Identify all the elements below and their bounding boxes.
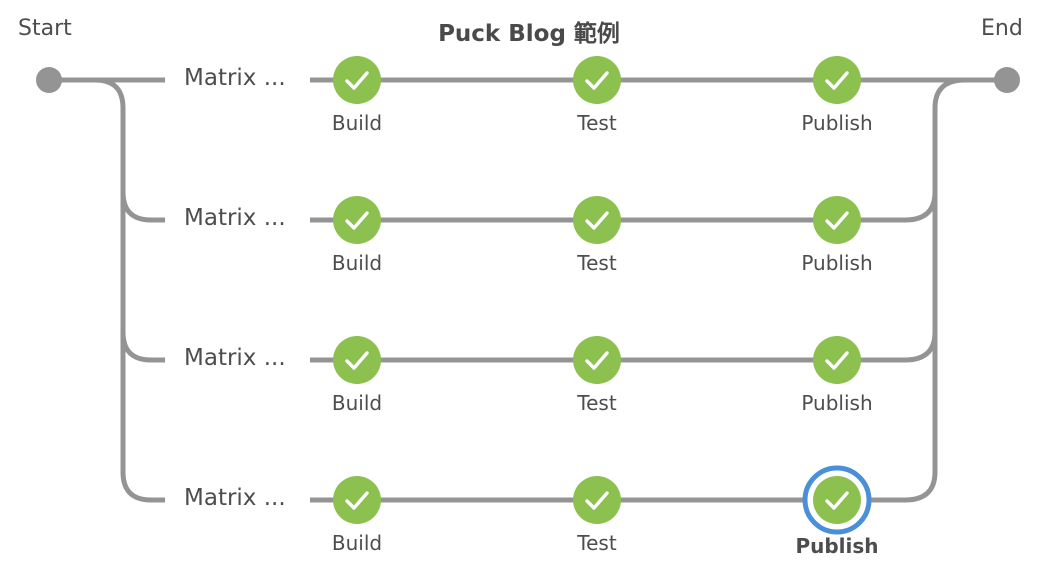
end-label: End	[981, 16, 1023, 41]
check-icon	[345, 351, 369, 370]
check-icon	[825, 491, 849, 510]
stage-node[interactable]	[813, 476, 861, 524]
stage-node[interactable]	[813, 196, 861, 244]
start-label: Start	[18, 16, 72, 41]
stage-node[interactable]	[333, 336, 381, 384]
fan-in-line	[880, 77, 1007, 503]
check-icon	[585, 491, 609, 510]
stage-label[interactable]: Build	[331, 531, 383, 555]
stage-label[interactable]: Test	[577, 251, 617, 275]
check-icon	[825, 71, 849, 90]
check-icon	[585, 71, 609, 90]
stage-node[interactable]	[813, 336, 861, 384]
stage-label[interactable]: Publish	[801, 111, 873, 135]
stage-label[interactable]: Test	[577, 111, 617, 135]
stage-label[interactable]: Test	[577, 391, 617, 415]
check-icon	[345, 491, 369, 510]
stage-label[interactable]: Publish	[795, 534, 879, 558]
branch-label[interactable]: Matrix ...	[184, 345, 286, 371]
check-icon	[825, 351, 849, 370]
check-icon	[345, 71, 369, 90]
branch-join-right	[880, 331, 938, 363]
stage-node[interactable]	[333, 476, 381, 524]
stage-label[interactable]: Build	[331, 251, 383, 275]
branch-join-right	[880, 191, 938, 223]
stage-label[interactable]: Publish	[801, 251, 873, 275]
stage-label[interactable]: Build	[331, 391, 383, 415]
fan-out-line	[94, 77, 165, 503]
branch-label[interactable]: Matrix ...	[184, 485, 286, 511]
check-icon	[585, 351, 609, 370]
check-icon	[585, 211, 609, 230]
check-icon	[825, 211, 849, 230]
branch-join-left	[120, 331, 165, 363]
branch-label[interactable]: Matrix ...	[184, 205, 286, 231]
stage-node[interactable]	[813, 56, 861, 104]
stage-node[interactable]	[573, 56, 621, 104]
end-node	[994, 67, 1020, 93]
pipeline-title: Puck Blog 範例	[438, 21, 620, 47]
stage-node[interactable]	[573, 476, 621, 524]
stage-label[interactable]: Build	[331, 111, 383, 135]
stage-label[interactable]: Test	[577, 531, 617, 555]
stage-node[interactable]	[333, 196, 381, 244]
stage-node[interactable]	[333, 56, 381, 104]
branch-label[interactable]: Matrix ...	[184, 65, 286, 91]
branch-join-left	[120, 191, 165, 223]
start-node	[36, 67, 62, 93]
stage-node[interactable]	[573, 336, 621, 384]
stage-node[interactable]	[573, 196, 621, 244]
stage-label[interactable]: Publish	[801, 391, 873, 415]
check-icon	[345, 211, 369, 230]
